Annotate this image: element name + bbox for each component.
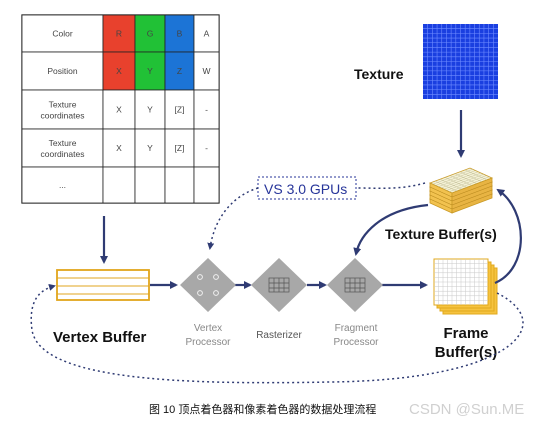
table-cell-label: Z: [177, 66, 182, 76]
table-cell-label: R: [116, 29, 122, 39]
vertex-processor-node: [180, 258, 236, 312]
texture-label: Texture: [354, 66, 404, 82]
table-cell: [21, 166, 104, 204]
fragment-processor-label-line1: Fragment: [335, 323, 378, 334]
table-cell-label: Y: [147, 143, 153, 153]
fragment-processor-label-line2: Processor: [333, 337, 379, 348]
table-cell: [134, 128, 166, 168]
table-cell: [193, 14, 220, 53]
table-cell: [102, 166, 136, 204]
table-cell-label: [Z]: [175, 143, 185, 153]
frame-buffer-to-vertex-buffer-dotted-loop: [30, 284, 524, 384]
table-cell: [21, 14, 104, 53]
table-cell-label: X: [116, 105, 122, 115]
vertex-processor-label-line2: Processor: [185, 337, 231, 348]
table-cell-label: [Z]: [175, 105, 185, 115]
vertex-buffer-label: Vertex Buffer: [53, 329, 147, 346]
texture-buffers-stack: [428, 167, 494, 214]
table-cell: [164, 166, 195, 204]
table-cell-label: -: [205, 143, 208, 153]
watermark: CSDN @Sun.ME: [409, 401, 524, 418]
figure-caption: 图 10 顶点着色器和像素着色器的数据处理流程: [149, 402, 376, 416]
table-cell-label: G: [147, 29, 154, 39]
rasterizer-label: Rasterizer: [256, 330, 302, 341]
table-cell-label: Position: [47, 66, 78, 76]
table-cell: [102, 128, 136, 168]
frame-buffer-label-line2: Buffer(s): [435, 344, 498, 361]
table-cell: [193, 89, 220, 130]
frame-buffer-to-texture-buffers-arrow: [494, 188, 522, 285]
table-cell-label: W: [202, 66, 210, 76]
texture-grid: [423, 24, 498, 99]
frame-buffers-stack: [433, 258, 498, 315]
table-cell: [21, 89, 104, 130]
vertex-processor-label-line1: Vertex: [194, 323, 222, 334]
table-cell-label: X: [116, 143, 122, 153]
table-cell-label: Color: [52, 29, 72, 39]
texture-to-vs-dotted-link: [356, 182, 426, 190]
vertex-buffer: [56, 269, 150, 301]
texture-buffers-to-fragment-processor-arrow: [353, 203, 429, 256]
fragment-processor-node: [327, 258, 383, 312]
table-cell: [193, 166, 220, 204]
table-cell: [134, 166, 166, 204]
frame-buffer-label-line1: Frame: [443, 325, 488, 342]
table-cell-label: A: [204, 29, 210, 39]
table-cell: [164, 51, 195, 91]
table-cell-label: B: [177, 29, 183, 39]
table-cell-label: Y: [147, 105, 153, 115]
table-cell-label: -: [205, 105, 208, 115]
table-cell-label: Y: [147, 66, 153, 76]
texture-buffers-label: Texture Buffer(s): [385, 226, 497, 242]
table-cell-label: X: [116, 66, 122, 76]
table-cell-label: ...: [59, 180, 66, 190]
rasterizer-node: [251, 258, 307, 312]
table-cell: [164, 89, 195, 130]
table-cell: [102, 51, 136, 91]
table-cell: [102, 89, 136, 130]
vs-to-vertex-processor-dotted-arrow: [207, 187, 259, 250]
vs-label: VS 3.0 GPUs: [264, 181, 347, 197]
table-cell: [193, 51, 220, 91]
table-cell: [21, 128, 104, 168]
